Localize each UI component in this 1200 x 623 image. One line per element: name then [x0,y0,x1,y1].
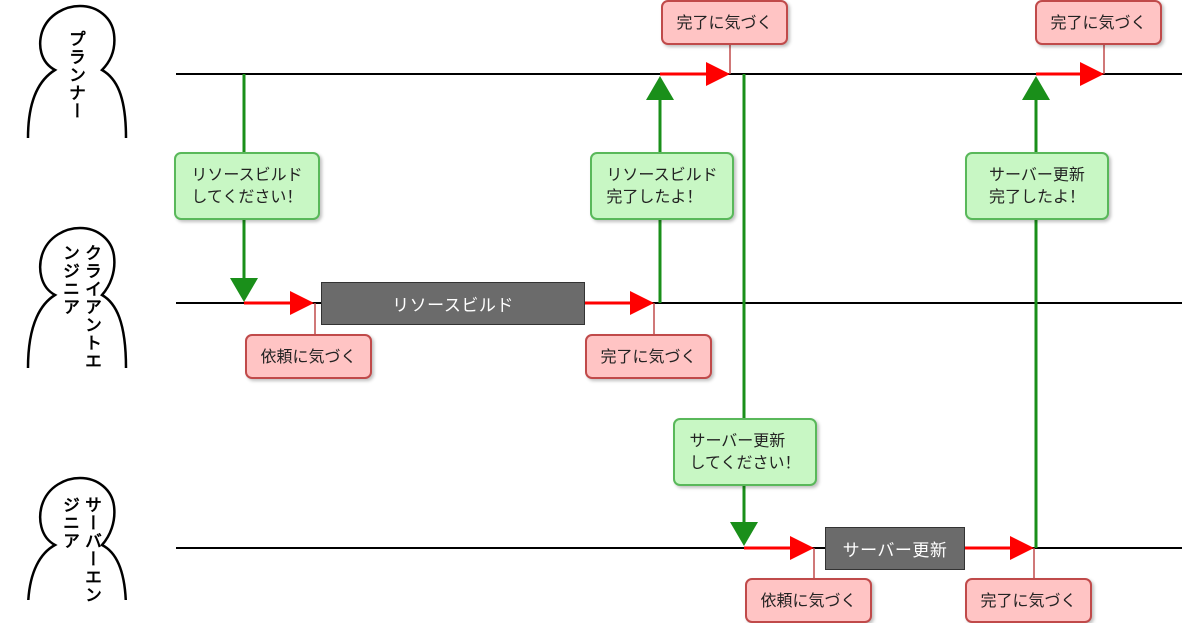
client-engineer-figure [26,226,128,369]
message-request-resource-build: リソースビルド してください！ [174,152,320,220]
notice-server-request: 依頼に気づく [745,578,872,623]
message-server-update-done: サーバー更新 完了したよ！ [965,152,1109,220]
notice-planner-done-1: 完了に気づく [661,0,788,45]
wait-arrow-client-request [244,291,314,315]
task-resource-build: リソースビルド [321,282,585,325]
message-arrow-server-done [1022,76,1050,548]
notice-server-done: 完了に気づく [965,578,1092,623]
actor-label-planner: プランナー [65,30,85,120]
notice-client-done: 完了に気づく [585,334,712,379]
actor-label-client-engineer: クライアントエンジニア [59,244,101,370]
server-engineer-figure [27,476,127,600]
notice-client-request: 依頼に気づく [245,334,372,379]
notice-planner-done-2: 完了に気づく [1035,0,1162,45]
wait-arrow-client-done [584,291,654,315]
notice-tails [314,44,1105,578]
wait-arrow-server-request [744,536,814,560]
task-server-update: サーバー更新 [825,527,965,570]
wait-arrow-planner-done-2 [1036,62,1104,86]
wait-arrow-planner-done-1 [660,62,730,86]
wait-arrow-server-done [964,536,1034,560]
message-resource-build-done: リソースビルド 完了したよ！ [590,152,734,220]
message-request-server-update: サーバー更新 してください！ [673,418,817,486]
actor-label-server-engineer: サーバーエンジニア [59,496,101,604]
sequence-diagram [26,4,1182,600]
planner-figure [26,4,128,139]
